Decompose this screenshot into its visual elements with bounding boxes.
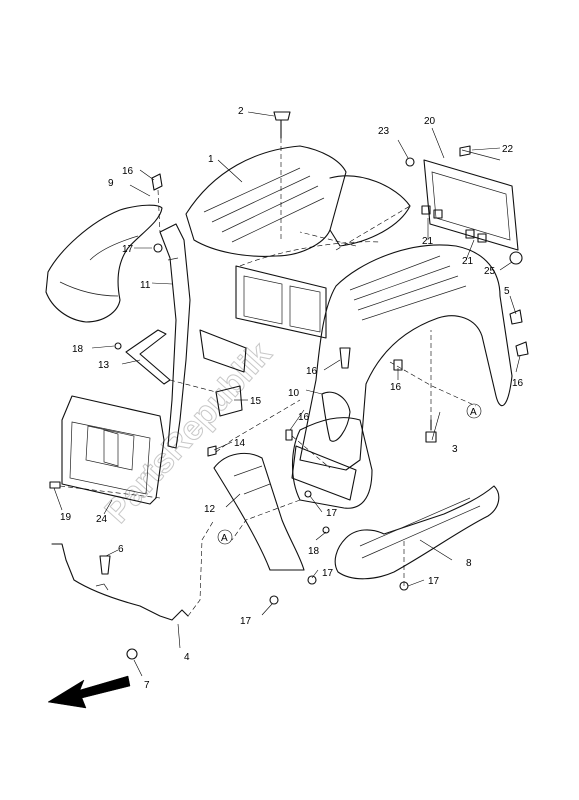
callout-labels: 1 2 3 4 5 6 7 8 9 10 11 12 13 14 15 16 1… (60, 106, 524, 691)
callout-1: 1 (208, 154, 214, 165)
callout-17-right: 17 (428, 576, 440, 587)
callout-7: 7 (144, 680, 150, 691)
reference-marks: A A (217, 403, 482, 545)
callout-16-center: 16 (306, 366, 318, 377)
callout-16-far-right: 16 (512, 378, 524, 389)
footrest-8 (334, 485, 500, 580)
callout-15: 15 (250, 396, 262, 407)
callout-6: 6 (118, 544, 124, 555)
strap-10 (321, 391, 351, 442)
leader-lines (53, 111, 521, 677)
callout-16-top: 16 (122, 166, 134, 177)
bracket-15 (215, 385, 243, 417)
callout-14: 14 (234, 438, 246, 449)
callout-17-upper-left: 17 (122, 244, 134, 255)
callout-18-center: 18 (308, 546, 320, 557)
callout-21-right: 21 (462, 256, 474, 267)
callout-17-bottom: 17 (240, 616, 252, 627)
callout-20: 20 (424, 116, 436, 127)
assembly-guides (59, 138, 477, 617)
callout-4: 4 (184, 652, 190, 663)
bracket-11 (159, 223, 191, 449)
callout-19: 19 (60, 512, 72, 523)
callout-8: 8 (466, 558, 472, 569)
side-cover-left (45, 204, 163, 323)
callout-2: 2 (238, 106, 244, 117)
callout-5: 5 (504, 286, 510, 297)
bracket-13 (125, 329, 247, 385)
callout-13: 13 (98, 360, 110, 371)
callout-22: 22 (502, 144, 514, 155)
hardware (49, 111, 529, 660)
callout-16-right: 16 (390, 382, 402, 393)
callout-17-lower-center: 17 (322, 568, 334, 579)
callout-16-lower: 16 (298, 412, 310, 423)
callout-11: 11 (140, 280, 151, 291)
mudguard-12 (213, 452, 305, 571)
callout-3: 3 (452, 444, 458, 455)
callout-21-left: 21 (422, 236, 434, 247)
callout-24: 24 (96, 514, 108, 525)
callout-17-center: 17 (326, 508, 338, 519)
cable-4 (51, 543, 189, 621)
callout-10: 10 (288, 388, 300, 399)
front-direction-arrow-icon (47, 675, 131, 709)
callout-25: 25 (484, 266, 496, 277)
ref-mark-a-left: A (221, 533, 228, 544)
callout-12: 12 (204, 504, 216, 515)
ref-mark-a-right: A (470, 407, 477, 418)
callout-23: 23 (378, 126, 390, 137)
callout-9: 9 (108, 178, 114, 189)
callout-18-left: 18 (72, 344, 84, 355)
headlight-frame-24 (61, 395, 165, 505)
storage-box-20 (423, 149, 519, 251)
